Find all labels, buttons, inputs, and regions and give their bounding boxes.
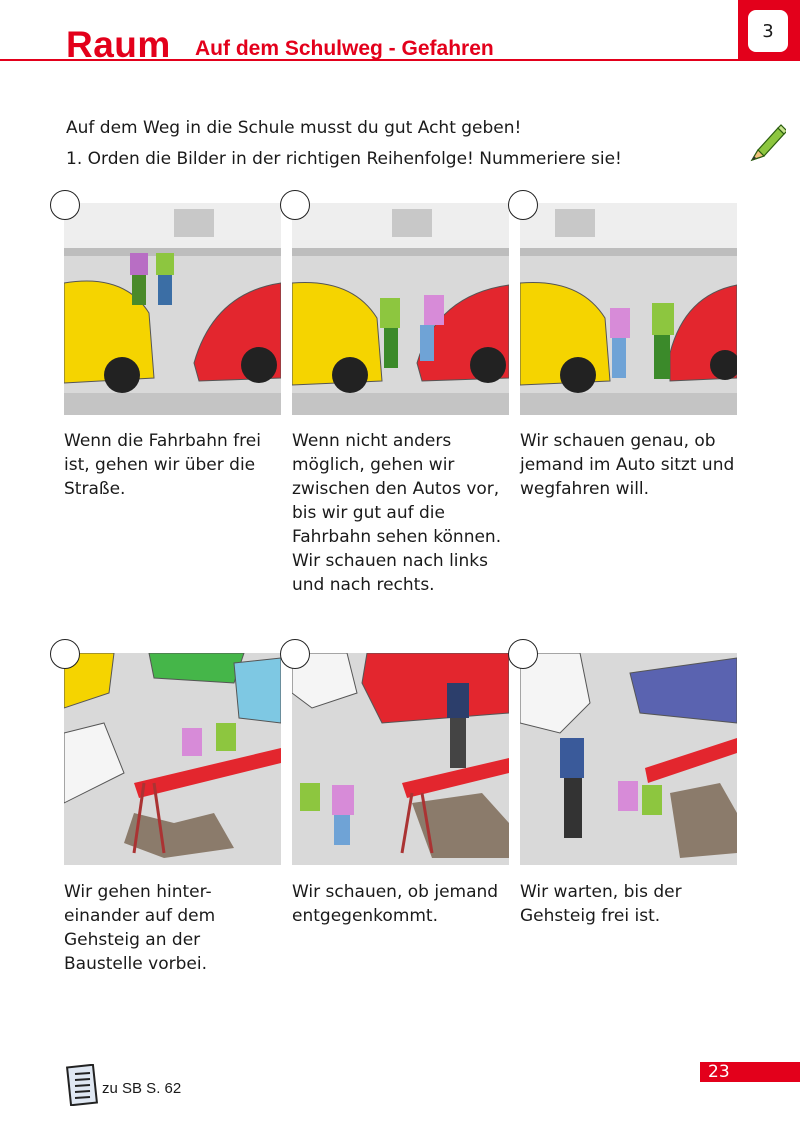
pencil-icon xyxy=(750,124,786,162)
task-instruction: 1. Orden die Bilder in der richtigen Rei… xyxy=(66,149,622,169)
picture-4 xyxy=(64,653,281,865)
picture-3 xyxy=(520,203,737,415)
textbook-reference: zu SB S. 62 xyxy=(102,1080,182,1097)
number-circle-1[interactable] xyxy=(50,190,80,220)
caption-2: Wenn nicht anders möglich, gehen wir zwi… xyxy=(292,431,502,595)
number-circle-3[interactable] xyxy=(508,190,538,220)
caption-6: Wir warten, bis der Gehsteig frei ist. xyxy=(520,882,682,926)
caption-5: Wir schauen, ob jemand entgegenkommt. xyxy=(292,882,499,926)
footer-bar xyxy=(700,1062,800,1082)
number-circle-4[interactable] xyxy=(50,639,80,669)
caption-3: Wir schauen genau, ob jemand im Auto sit… xyxy=(520,431,735,499)
caption-4: Wir gehen hinter-einander auf dem Gehste… xyxy=(64,882,216,974)
picture-6 xyxy=(520,653,737,865)
picture-2 xyxy=(292,203,509,415)
picture-5 xyxy=(292,653,509,865)
page-tab-number: 3 xyxy=(748,10,788,52)
intro-text: Auf dem Weg in die Schule musst du gut A… xyxy=(66,118,522,138)
page-number: 23 xyxy=(708,1062,730,1082)
number-circle-2[interactable] xyxy=(280,190,310,220)
notebook-icon xyxy=(66,1064,98,1106)
page-subtitle: Auf dem Schulweg - Gefahren xyxy=(195,37,494,60)
number-circle-6[interactable] xyxy=(508,639,538,669)
caption-1: Wenn die Fahrbahn frei ist, gehen wir üb… xyxy=(64,431,261,499)
picture-1 xyxy=(64,203,281,415)
number-circle-5[interactable] xyxy=(280,639,310,669)
header-divider xyxy=(0,59,738,61)
page-title: Raum xyxy=(66,24,171,65)
